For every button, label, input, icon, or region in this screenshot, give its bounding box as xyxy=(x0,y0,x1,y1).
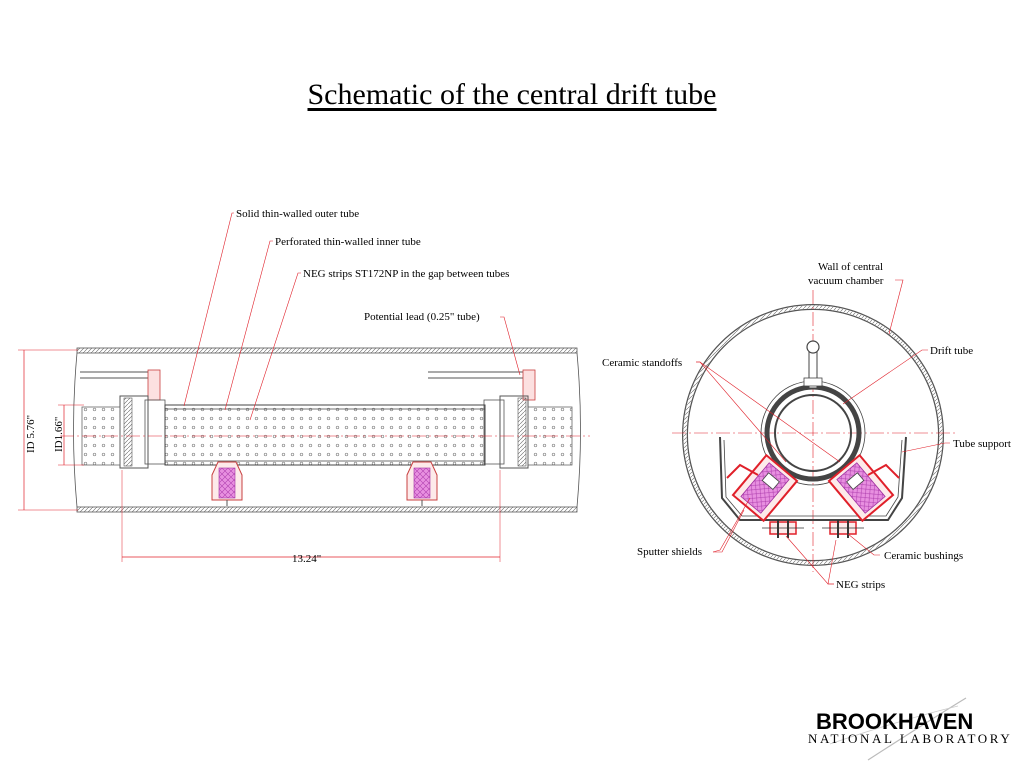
brookhaven-logo: BROOKHAVEN NATIONAL LABORATORY xyxy=(808,697,1012,761)
drift-tube-body xyxy=(164,404,486,466)
standoff-assembly-left xyxy=(731,453,799,523)
cross-section: Wall of central vacuum chamber Drift tub… xyxy=(602,261,1011,591)
dim-length: 13.24" xyxy=(292,553,321,565)
longitudinal-section: ID 5.76" ID1.66" 13.24" Solid thin-walle… xyxy=(18,208,590,565)
outer-tube-top-wall xyxy=(76,347,578,354)
label-neg-gap: NEG strips ST172NP in the gap between tu… xyxy=(303,268,509,280)
dim-id-inner: ID1.66" xyxy=(53,417,65,452)
standoff-right xyxy=(406,461,438,506)
label-potential-lead: Potential lead (0.25" tube) xyxy=(364,311,480,323)
bushings xyxy=(762,520,864,538)
label-ceramic-bushings: Ceramic bushings xyxy=(884,550,963,562)
label-drift-tube: Drift tube xyxy=(930,345,973,357)
standoff-left xyxy=(211,461,243,506)
slide-title: Schematic of the central drift tube xyxy=(307,78,717,111)
label-outer-tube: Solid thin-walled outer tube xyxy=(236,208,359,220)
label-inner-tube: Perforated thin-walled inner tube xyxy=(275,236,421,248)
logo-main-text: BROOKHAVEN xyxy=(816,709,973,734)
dim-id-outer: ID 5.76" xyxy=(25,415,37,453)
label-wall-line1: Wall of central xyxy=(818,261,883,273)
label-neg-strips: NEG strips xyxy=(836,579,885,591)
standoff-assembly-right xyxy=(827,453,895,523)
label-tube-support: Tube support xyxy=(953,438,1011,450)
label-ceramic-standoffs: Ceramic standoffs xyxy=(602,357,682,369)
logo-sub-text: NATIONAL LABORATORY xyxy=(808,731,1012,746)
label-sputter-shields: Sputter shields xyxy=(637,546,702,558)
label-wall-line2: vacuum chamber xyxy=(808,275,884,287)
outer-tube-bottom-wall xyxy=(76,506,578,513)
